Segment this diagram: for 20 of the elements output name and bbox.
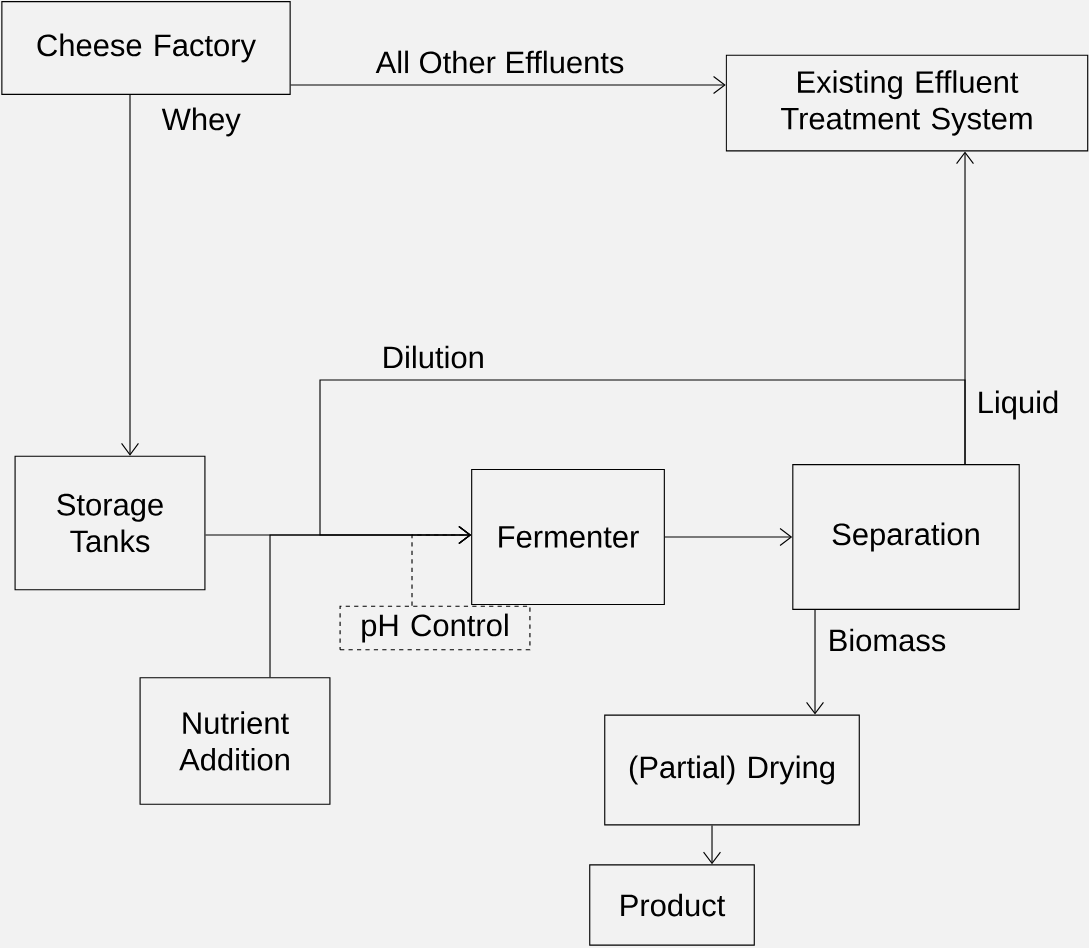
edge-label: Dilution [384, 345, 483, 369]
arrow [121, 94, 139, 456]
arrow [664, 528, 793, 546]
process-box: Product [589, 864, 755, 946]
process-box: Storage Tanks [14, 455, 206, 591]
control-box: pH Control [339, 605, 531, 651]
edge-label: Whey [161, 107, 241, 137]
process-box: Separation [792, 464, 1020, 610]
process-box: Nutrient Addition [139, 677, 331, 805]
edge-label: All Other Effluents [375, 50, 624, 74]
arrow [703, 824, 721, 865]
process-box: (Partial) Drying [604, 714, 860, 826]
process-box: Cheese Factory [1, 1, 291, 95]
arrow [806, 609, 824, 715]
arrow [290, 76, 726, 94]
arrow [411, 526, 472, 607]
process-box: Fermenter [471, 468, 665, 606]
edge-label: Biomass [830, 628, 946, 652]
process-box: Existing Effluent Treatment System [725, 54, 1089, 152]
edge-label: Liquid [979, 390, 1058, 420]
